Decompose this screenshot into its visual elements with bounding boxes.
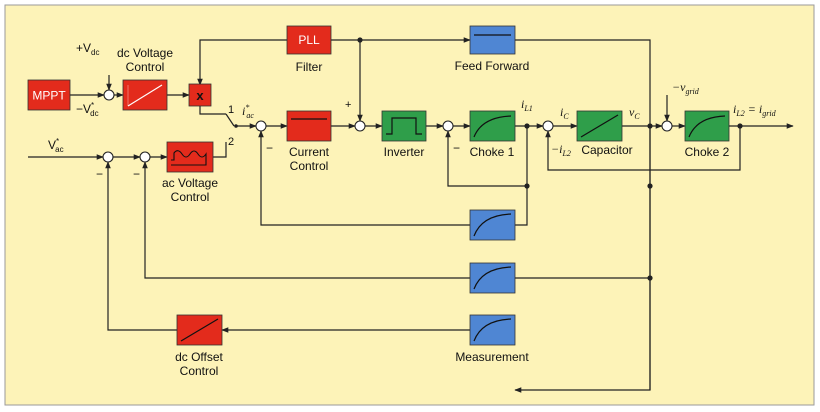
- capacitor-block: [576, 110, 623, 142]
- inverter-block: [381, 110, 427, 142]
- vdc-ref-label: −V*dc: [76, 101, 99, 118]
- il2-igrid-label: iL2 = igrid: [733, 102, 777, 118]
- minus-sign-current: −: [266, 141, 273, 155]
- filter-label: Filter: [296, 60, 323, 74]
- multiplier-label: x: [196, 88, 204, 103]
- block-labels: dc Voltage Control Filter Feed Forward C…: [117, 46, 730, 378]
- inverter-label: Inverter: [384, 145, 425, 159]
- choke2-label: Choke 2: [685, 145, 730, 159]
- diagram-background: [4, 4, 815, 406]
- ac-voltage-label-1: ac Voltage: [162, 176, 218, 190]
- summing-junctions: [102, 89, 673, 163]
- pll-label: PLL: [298, 33, 320, 47]
- junction-dots: [357, 37, 743, 281]
- capacitor-label: Capacitor: [581, 143, 632, 157]
- minus-sign-offset: −: [96, 167, 103, 181]
- choke1-block: [469, 110, 516, 142]
- switch-contact: [234, 124, 238, 128]
- il1-label: iL1: [521, 97, 533, 113]
- switch-pos1-label: 1: [228, 104, 234, 116]
- voltage-measurement-block: [469, 262, 516, 294]
- feed-forward-label: Feed Forward: [455, 59, 530, 73]
- current-control-label-1: Current: [289, 145, 330, 159]
- measurement-block: [469, 314, 516, 346]
- dc-offset-control-block: [176, 314, 223, 346]
- signal-labels: +Vdc −V*dc V*ac i*ac 1 2 + − − − − iL1 i…: [48, 41, 777, 181]
- ac-voltage-label-2: Control: [171, 190, 210, 204]
- minus-sign-choke1: −: [453, 141, 460, 155]
- multiplier-block: x: [188, 83, 212, 107]
- vgrid-label: −vgrid: [672, 80, 700, 96]
- dc-offset-label-2: Control: [180, 364, 219, 378]
- choke2-block: [684, 110, 730, 142]
- current-control-label-2: Control: [290, 159, 329, 173]
- feed-forward-block: [469, 25, 516, 55]
- current-measurement-block: [469, 209, 516, 241]
- vdc-plus-label: +Vdc: [76, 41, 99, 57]
- signal-wires: [28, 37, 794, 393]
- mppt-label: MPPT: [32, 89, 66, 103]
- pll-block: PLL: [286, 25, 332, 55]
- dc-voltage-control-block: [122, 79, 168, 111]
- plus-sign-label: +: [345, 99, 351, 111]
- dc-offset-label-1: dc Offset: [175, 350, 223, 364]
- minus-sign-ac: −: [133, 167, 140, 181]
- mppt-block: MPPT: [27, 79, 71, 111]
- choke1-label: Choke 1: [470, 145, 515, 159]
- ac-voltage-control-block: [166, 141, 214, 173]
- ic-label: iC: [560, 105, 569, 121]
- switch-pos2-label: 2: [228, 136, 234, 148]
- vac-ref-label: V*ac: [48, 137, 64, 154]
- dc-voltage-label-2: Control: [126, 60, 165, 74]
- vc-label: vC: [629, 105, 640, 121]
- minus-il2-label: −iL2: [551, 142, 571, 158]
- iac-ref-label: i*ac: [242, 103, 254, 120]
- measurement-label: Measurement: [455, 350, 529, 364]
- current-control-block: [286, 110, 332, 142]
- dc-voltage-label-1: dc Voltage: [117, 46, 173, 60]
